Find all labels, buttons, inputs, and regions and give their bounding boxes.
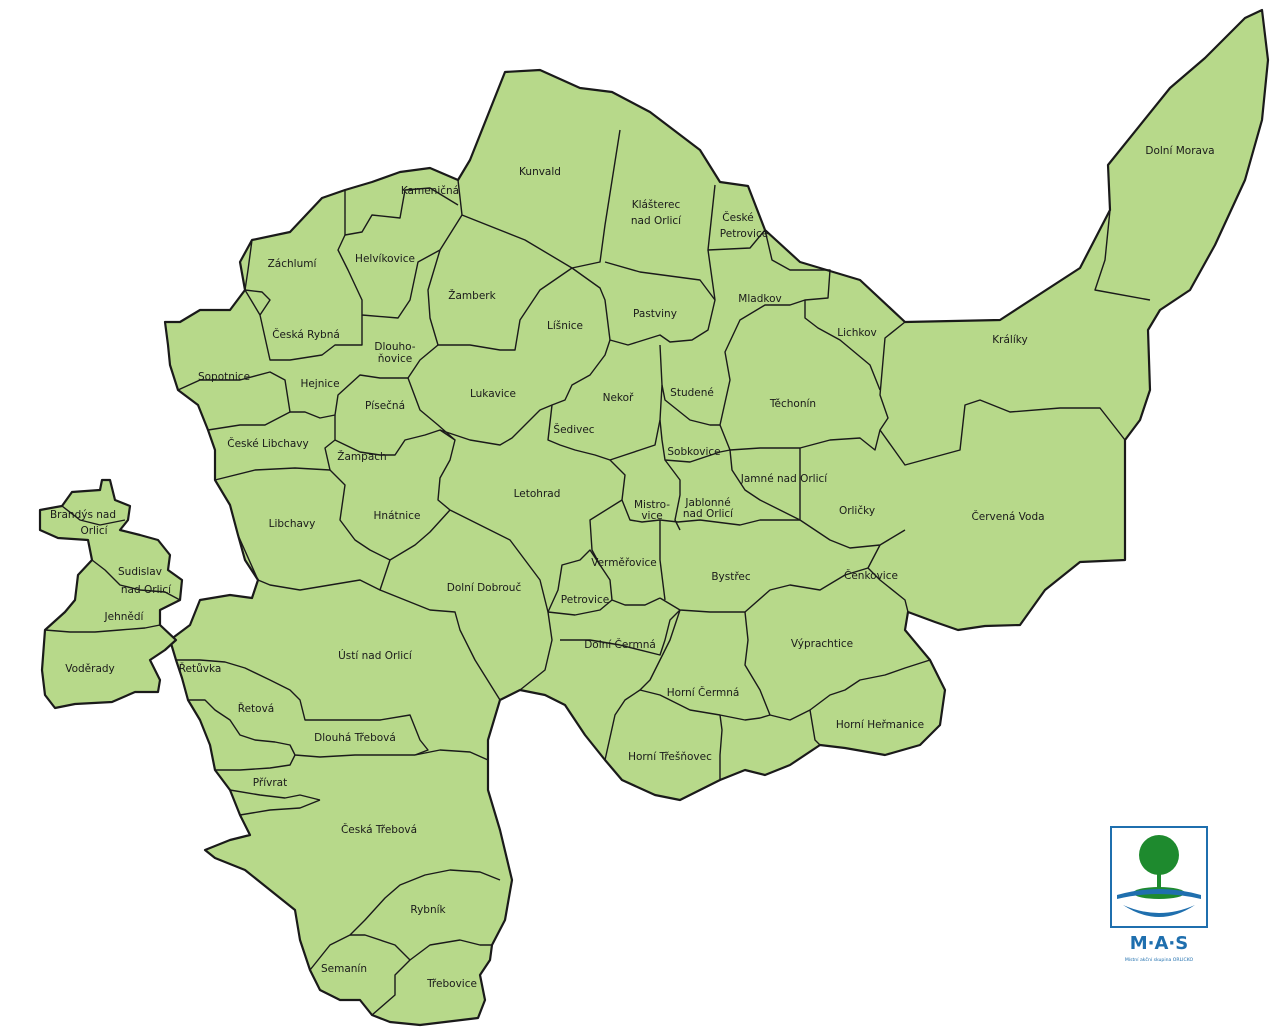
label-klasterec-2: nad Orlicí: [631, 215, 682, 227]
label-kamenicna: Kameničná: [401, 185, 459, 197]
label-retova: Řetová: [238, 702, 274, 715]
label-mistrovice-1: Mistro-: [634, 499, 670, 511]
water-icon: [1123, 905, 1195, 917]
map-region-west: [38, 478, 184, 710]
municipality-labels: Kunvald Klášterec nad Orlicí České Petro…: [50, 145, 1215, 990]
label-privrat: Přívrat: [253, 777, 287, 789]
label-kunvald: Kunvald: [519, 166, 561, 178]
logo-subtitle: Místní akční skupina ORLICKO: [1125, 956, 1194, 963]
label-cervena-voda: Červená Voda: [971, 510, 1044, 523]
label-techonin: Těchonín: [769, 398, 816, 410]
municipality-borders: [44, 129, 1151, 1016]
label-jamne: Jamné nad Orlicí: [740, 473, 828, 485]
label-sudislav-1: Sudislav: [118, 566, 162, 578]
label-voderady: Voděrady: [65, 663, 115, 675]
label-zampach: Žampach: [337, 450, 386, 463]
label-semanin: Semanín: [321, 963, 367, 975]
label-ceske-libchavy: České Libchavy: [227, 437, 309, 450]
label-ceske-petrovice-2: Petrovice: [720, 228, 768, 240]
label-pisecna: Písečná: [365, 400, 405, 412]
tree-trunk: [1157, 869, 1161, 893]
label-bystrec: Bystřec: [711, 571, 751, 583]
label-sobkovice: Sobkovice: [667, 446, 720, 458]
label-vermerovice: Verměřovice: [591, 557, 657, 569]
label-jablonne-2: nad Orlicí: [683, 508, 734, 520]
label-klasterec-1: Klášterec: [632, 199, 681, 211]
label-mladkov: Mladkov: [738, 293, 781, 305]
label-trebovice: Třebovice: [426, 978, 477, 990]
label-orlicky: Orličky: [839, 505, 875, 517]
label-jablonne-1: Jablonné: [684, 497, 730, 509]
label-dlouha-trebova: Dlouhá Třebová: [314, 732, 396, 744]
label-hejnice: Hejnice: [300, 378, 339, 390]
label-brandys-1: Brandýs nad: [50, 509, 116, 521]
label-mistrovice-2: vice: [641, 510, 662, 522]
label-dolni-dobrouc: Dolní Dobrouč: [447, 582, 522, 594]
label-sedivec: Šedivec: [553, 423, 594, 436]
label-usti: Ústí nad Orlicí: [338, 649, 413, 662]
label-lichkov: Lichkov: [837, 327, 877, 339]
label-kralky: Králíky: [992, 334, 1027, 346]
label-ceska-rybna: Česká Rybná: [272, 328, 340, 341]
map-region-main: [163, 8, 1270, 1027]
label-zamberk: Žamberk: [448, 289, 496, 302]
label-lukavice: Lukavice: [470, 388, 516, 400]
label-cenkovice: Čenkovice: [844, 569, 898, 582]
label-libchavy: Libchavy: [269, 518, 316, 530]
mas-logo: M·A·S Místní akční skupina ORLICKO: [1110, 826, 1208, 963]
label-studene: Studené: [670, 387, 714, 399]
label-vyprachtice: Výprachtice: [791, 638, 853, 650]
label-hnatnice: Hnátnice: [374, 510, 421, 522]
label-horni-hermanice: Horní Heřmanice: [836, 719, 924, 731]
label-dlouhonovice-2: ňovice: [378, 353, 412, 365]
label-retuvka: Řetůvka: [179, 662, 222, 675]
label-helvikovice: Helvíkovice: [355, 253, 415, 265]
label-ceske-petrovice-1: České: [722, 211, 753, 224]
label-dolni-morava: Dolní Morava: [1145, 145, 1214, 157]
water-wave-top: [1117, 889, 1201, 899]
label-rybnik: Rybník: [410, 904, 446, 916]
label-zachlumi: Záchlumí: [268, 258, 318, 270]
logo-letters: M·A·S: [1130, 933, 1188, 954]
label-ceska-trebova: Česká Třebová: [341, 823, 417, 836]
label-horni-cermna: Horní Čermná: [667, 686, 740, 699]
tree-icon: [1139, 835, 1179, 875]
label-nekor: Nekoř: [603, 392, 634, 404]
label-sopotnice: Sopotnice: [198, 371, 250, 383]
label-dlouhonovice-1: Dlouho-: [374, 341, 415, 353]
label-pastviny: Pastviny: [633, 308, 677, 320]
label-horni-tresnovec: Horní Třešňovec: [628, 751, 712, 763]
label-dolni-cermna: Dolní Čermná: [584, 638, 656, 651]
label-letohrad: Letohrad: [514, 488, 561, 500]
label-petrovice: Petrovice: [561, 594, 609, 606]
label-sudislav-2: nad Orlicí: [121, 584, 172, 596]
label-lisnice: Líšnice: [547, 320, 583, 332]
label-jehnedi: Jehnědí: [104, 611, 145, 623]
label-brandys-2: Orlicí: [80, 525, 108, 537]
